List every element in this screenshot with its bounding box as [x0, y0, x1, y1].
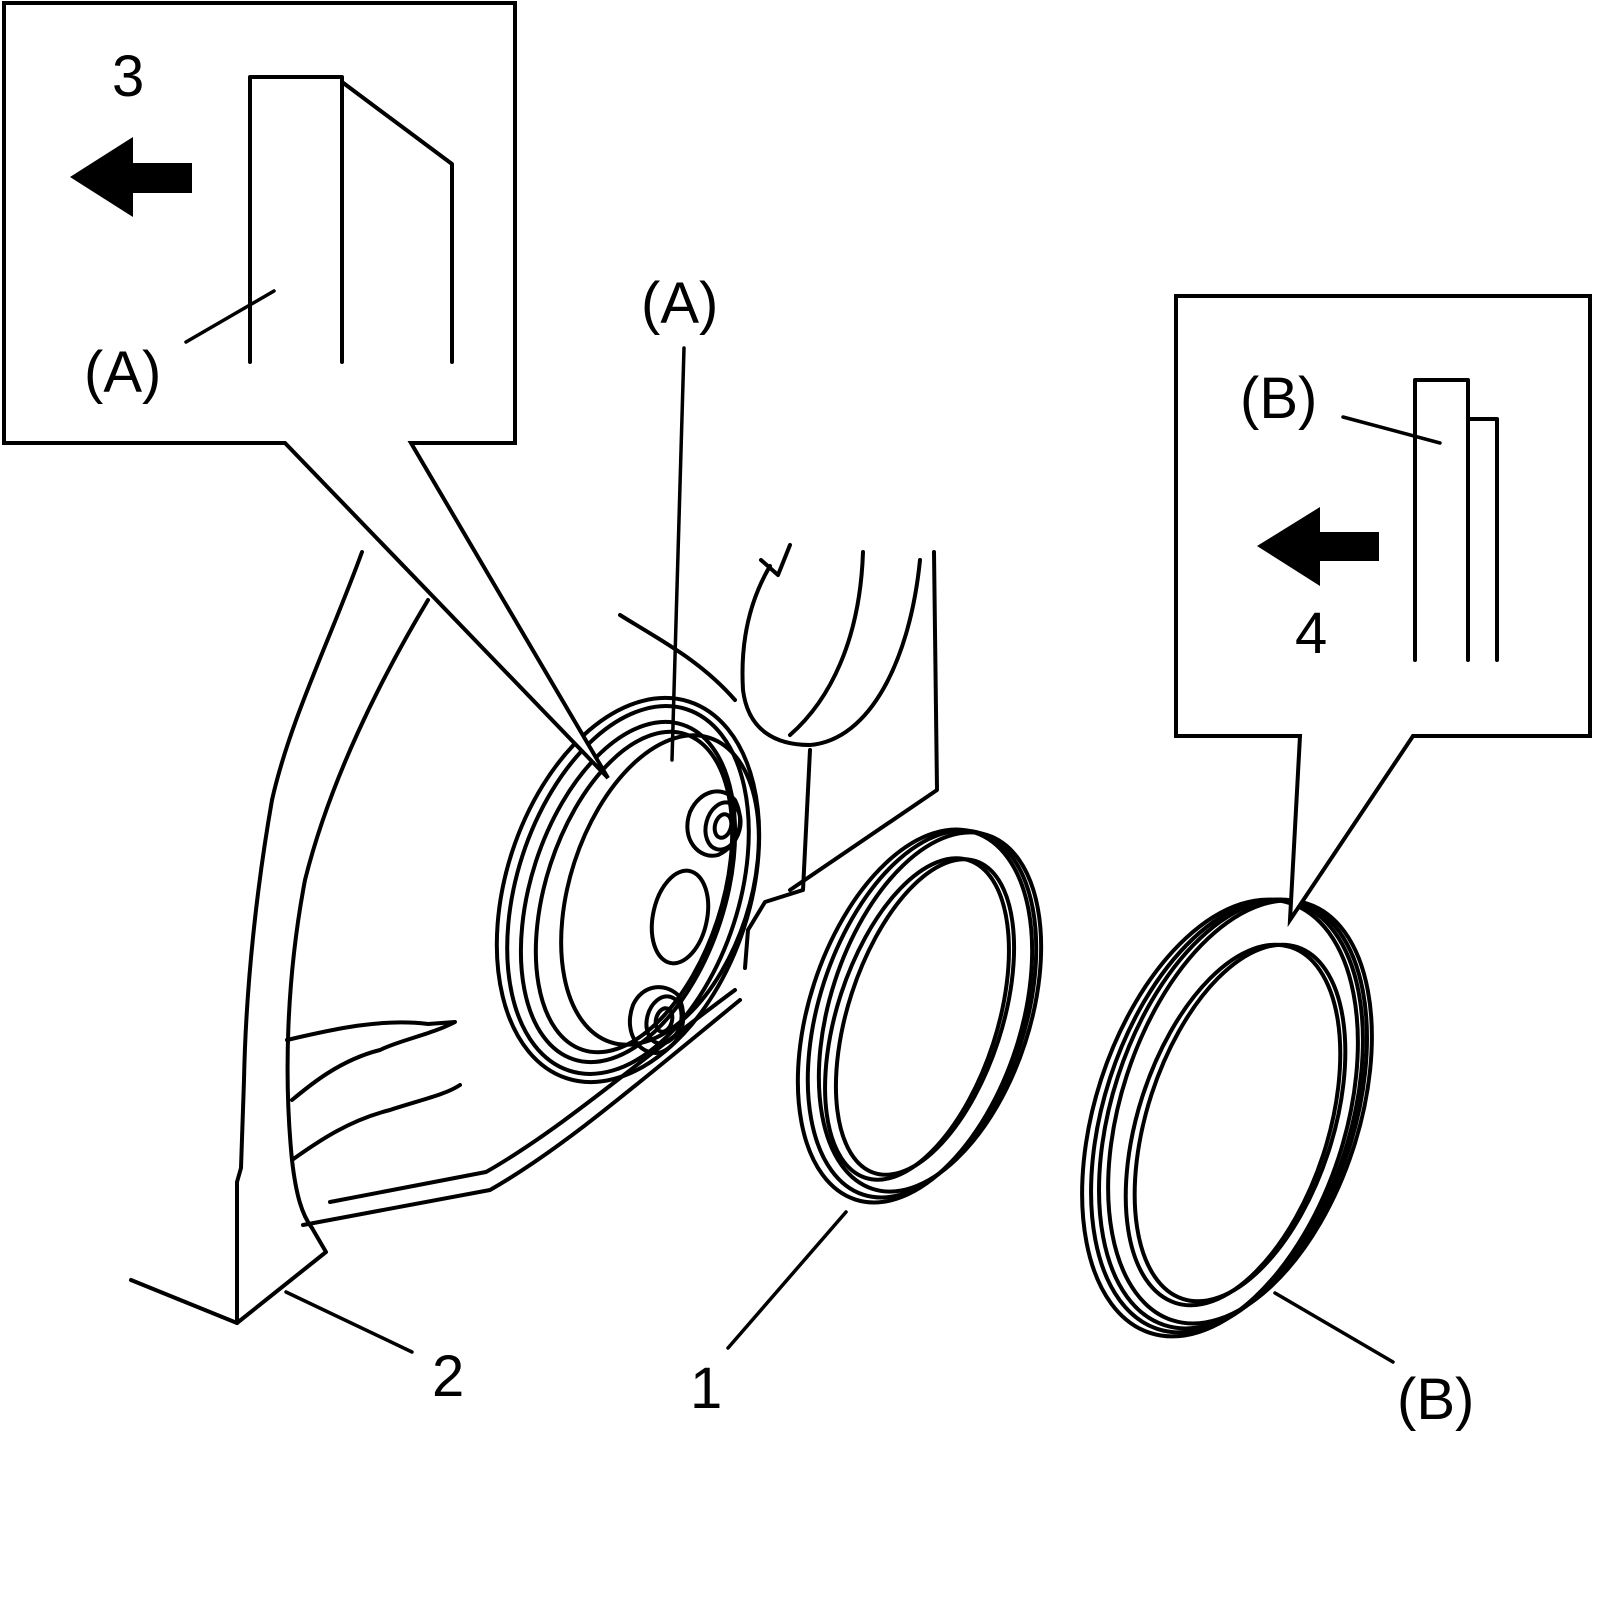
housing-part-2	[129, 543, 939, 1325]
detail-box-b: (B) 4	[1174, 294, 1592, 928]
detail-box-a: 3 (A)	[2, 1, 610, 780]
seal-ring-1	[795, 827, 1044, 1205]
leader-a	[670, 346, 686, 762]
leader-2	[284, 1290, 414, 1354]
detail-a-number: 3	[112, 44, 144, 109]
leader-detail-b	[1341, 415, 1442, 445]
part-a-callout: (A)	[641, 271, 718, 336]
leader-1	[726, 1210, 848, 1350]
detail-b-number: 4	[1295, 601, 1327, 666]
bolt-lower	[627, 985, 686, 1055]
arrow-left-icon	[70, 137, 192, 217]
hub-flange	[494, 695, 762, 1085]
leader-detail-a	[184, 289, 276, 344]
arrow-left-icon	[1257, 507, 1379, 586]
housing-2-label: 2	[432, 1344, 464, 1409]
leader-b	[1273, 1291, 1395, 1364]
detail-a-callout: (A)	[84, 340, 161, 405]
ring-1-label: 1	[690, 1356, 722, 1421]
bolt-upper	[685, 789, 743, 858]
ring-b-callout: (B)	[1397, 1367, 1474, 1432]
seal-ring-b	[1080, 897, 1374, 1339]
detail-b-callout: (B)	[1240, 366, 1317, 431]
